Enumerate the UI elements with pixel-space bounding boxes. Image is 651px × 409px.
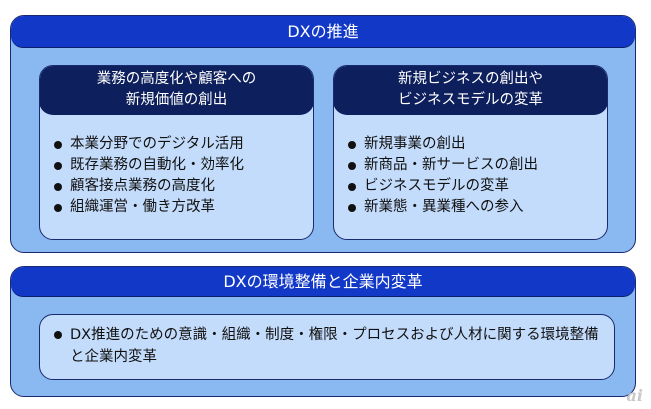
new-business-card: 新規ビジネスの創出や ビジネスモデルの変革 新規事業の創出 新商品・新サービスの… xyxy=(333,65,608,240)
list-item: 新商品・新サービスの創出 xyxy=(348,155,538,176)
heading-line-1: 業務の高度化や顧客への xyxy=(96,71,257,87)
business-enhancement-list: 本業分野でのデジタル活用 既存業務の自動化・効率化 顧客接点業務の高度化 組織運… xyxy=(54,134,244,218)
dx-promotion-panel: DXの推進 業務の高度化や顧客への 新規価値の創出 本業分野でのデジタル活用 既… xyxy=(10,15,636,253)
bullet-icon xyxy=(54,161,62,170)
bullet-icon xyxy=(348,203,356,212)
new-business-heading: 新規ビジネスの創出や ビジネスモデルの変革 xyxy=(334,66,607,115)
environment-item-text: DX推進のための意識・組織・制度・権限・プロセスおよび人材に関する環境整備と企業… xyxy=(70,327,599,365)
dx-promotion-title: DXの推進 xyxy=(11,16,635,48)
bullet-icon xyxy=(54,331,62,339)
list-item: 新規事業の創出 xyxy=(348,134,538,155)
heading-line-1: 新規ビジネスの創出や xyxy=(398,71,543,87)
business-enhancement-card: 業務の高度化や顧客への 新規価値の創出 本業分野でのデジタル活用 既存業務の自動… xyxy=(39,65,314,240)
bullet-icon xyxy=(348,161,356,170)
list-item: 新業態・異業種への参入 xyxy=(348,197,538,218)
list-item: ビジネスモデルの変革 xyxy=(348,176,538,197)
bullet-icon xyxy=(348,182,356,191)
environment-title: DXの環境整備と企業内変革 xyxy=(11,267,635,297)
business-enhancement-heading: 業務の高度化や顧客への 新規価値の創出 xyxy=(40,66,313,115)
list-item: DX推進のための意識・組織・制度・権限・プロセスおよび人材に関する環境整備と企業… xyxy=(54,324,604,368)
bullet-icon xyxy=(54,203,62,212)
list-item: 本業分野でのデジタル活用 xyxy=(54,134,244,155)
bullet-icon xyxy=(54,140,62,149)
bullet-icon xyxy=(348,140,356,149)
list-item: 顧客接点業務の高度化 xyxy=(54,176,244,197)
environment-card: DX推進のための意識・組織・制度・権限・プロセスおよび人材に関する環境整備と企業… xyxy=(39,314,615,380)
heading-line-2: 新規価値の創出 xyxy=(125,92,228,108)
heading-line-2: ビジネスモデルの変革 xyxy=(398,92,543,108)
new-business-list: 新規事業の創出 新商品・新サービスの創出 ビジネスモデルの変革 新業態・異業種へ… xyxy=(348,134,538,218)
list-item: 組織運営・働き方改革 xyxy=(54,197,244,218)
bullet-icon xyxy=(54,182,62,191)
ai-logo: ai xyxy=(626,386,643,405)
list-item: 既存業務の自動化・効率化 xyxy=(54,155,244,176)
environment-panel: DXの環境整備と企業内変革 DX推進のための意識・組織・制度・権限・プロセスおよ… xyxy=(10,266,636,397)
